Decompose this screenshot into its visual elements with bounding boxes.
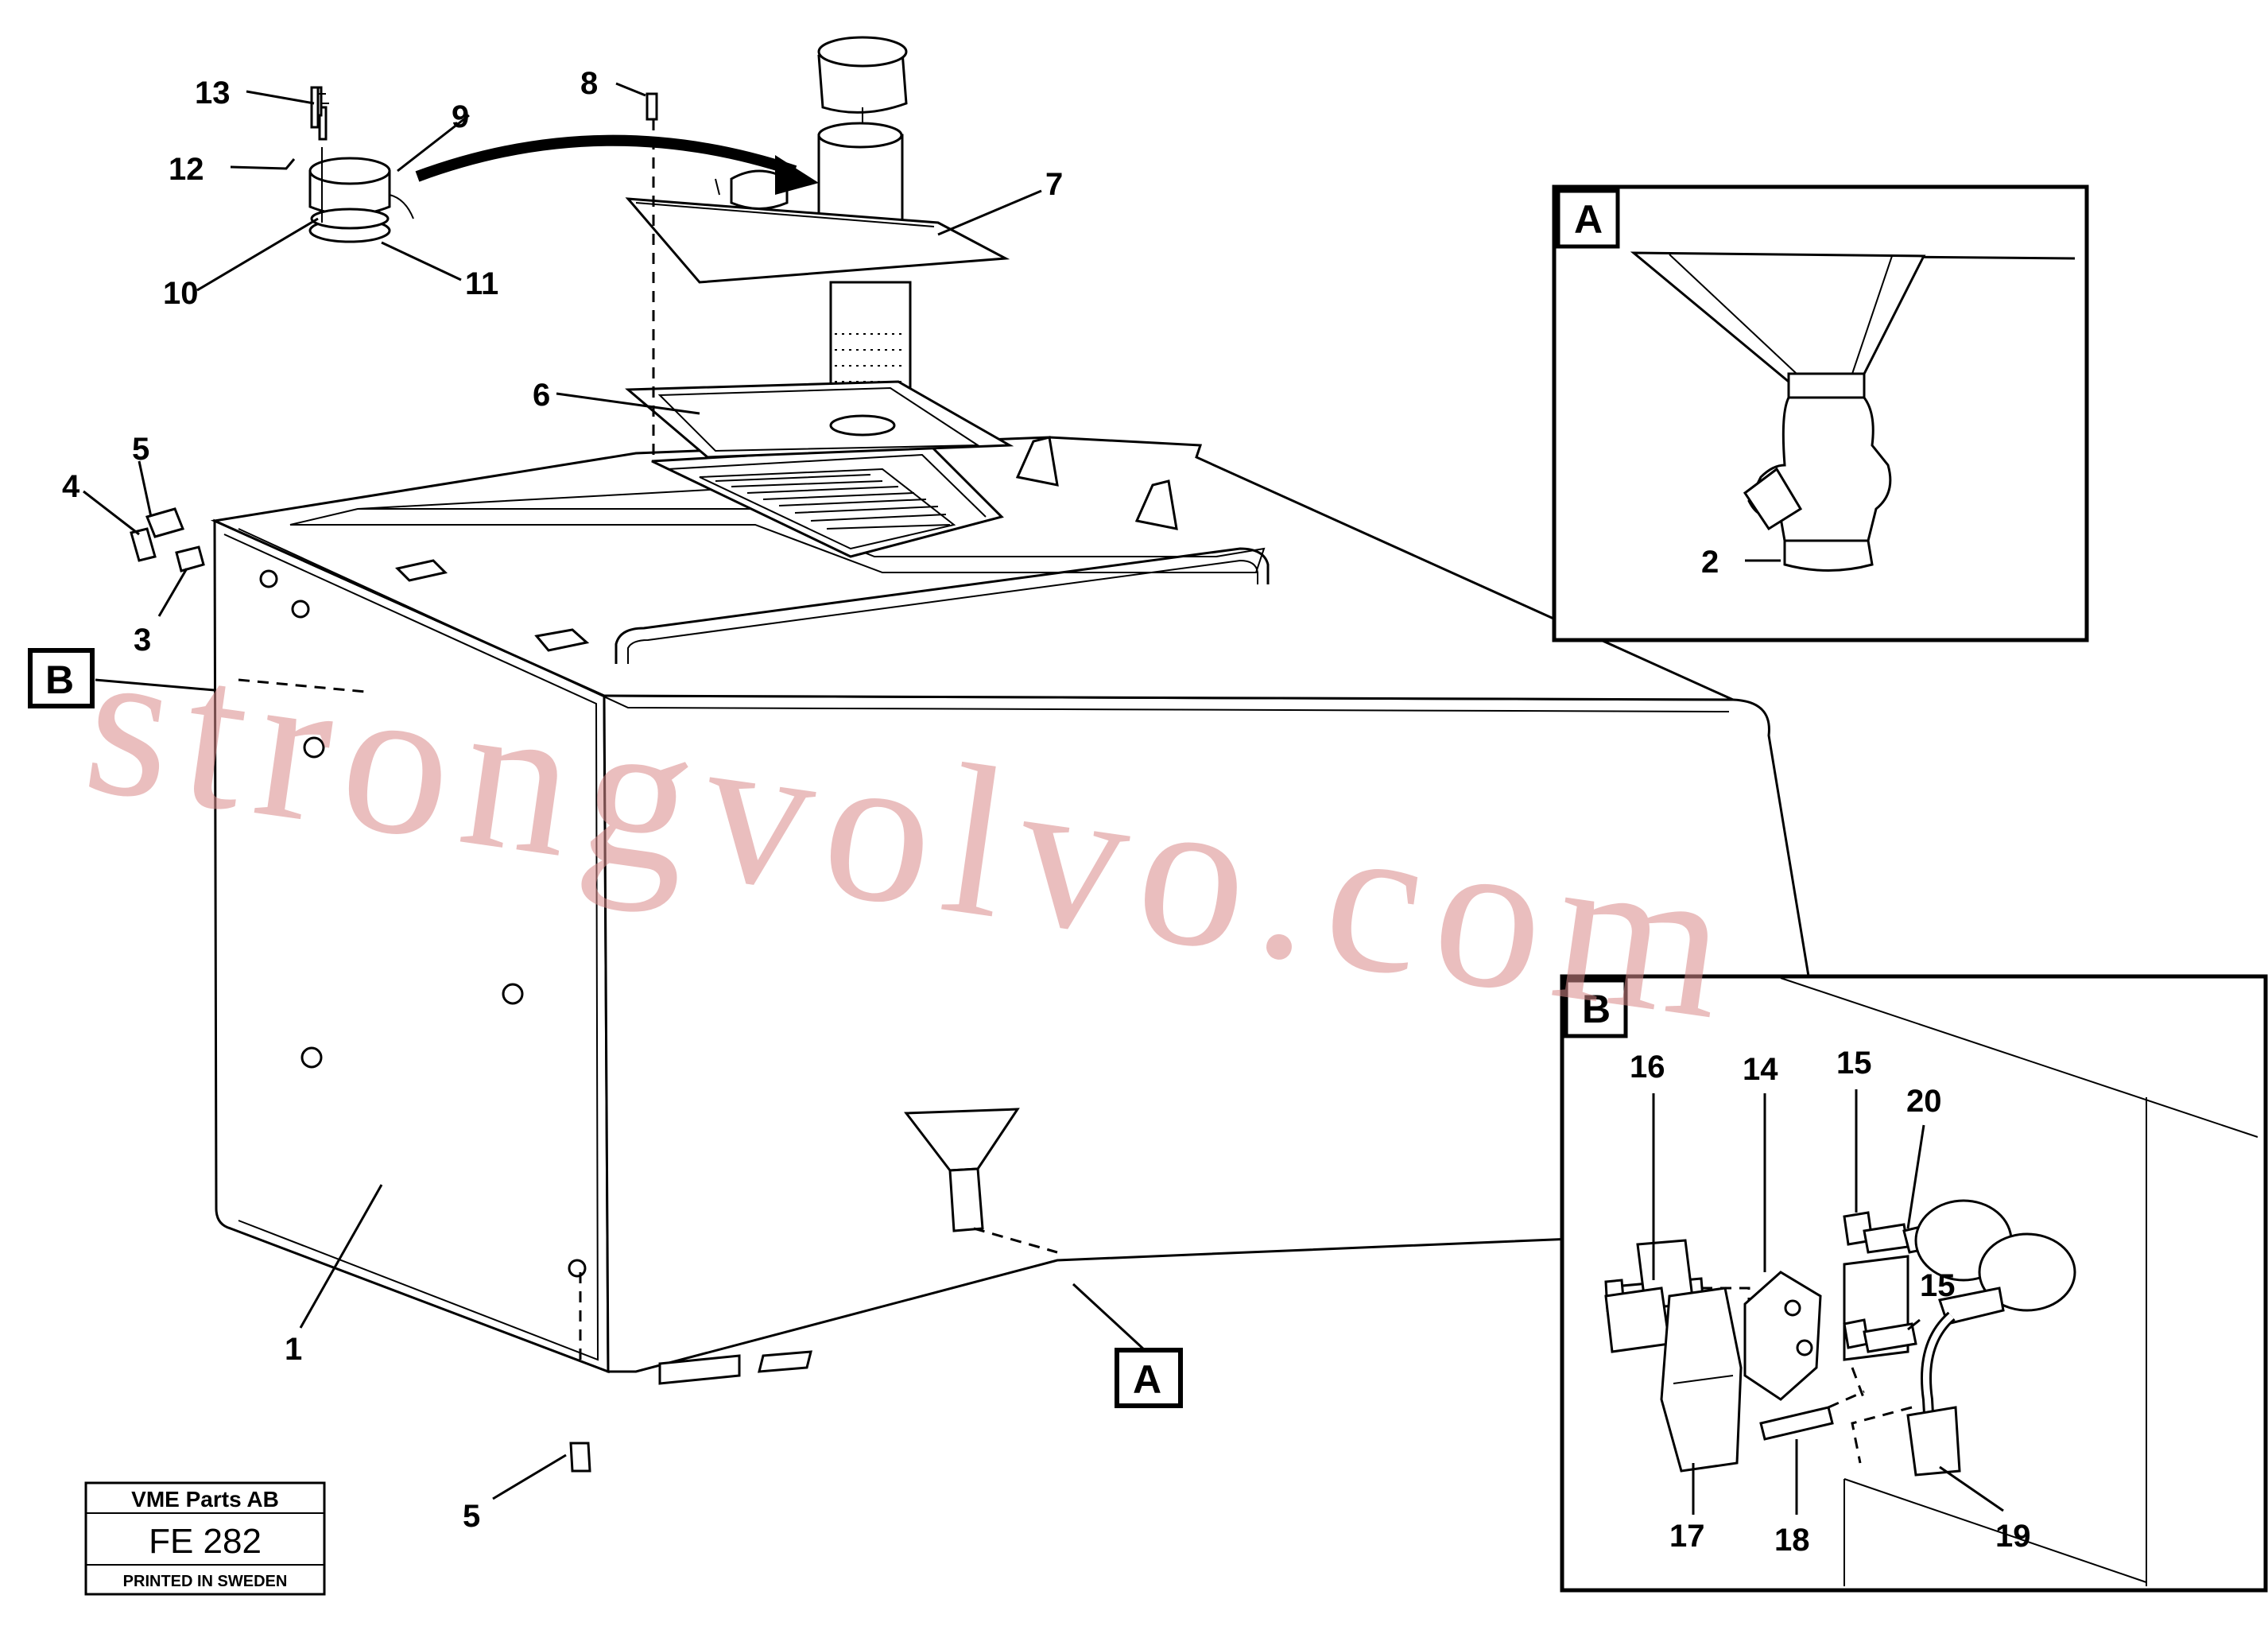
callout-17: 17 — [1669, 1519, 1705, 1554]
callout-5-top: 5 — [132, 432, 149, 467]
side-fittings — [130, 507, 591, 1473]
callout-20: 20 — [1906, 1084, 1942, 1119]
detail-inset-a: A 2 — [1552, 184, 2089, 642]
stamp-printed: PRINTED IN SWEDEN — [123, 1573, 288, 1590]
callout-15-lower: 15 — [1920, 1268, 1956, 1303]
stamp-code: FE 282 — [149, 1522, 262, 1561]
callout-1: 1 — [285, 1332, 302, 1367]
callout-16: 16 — [1630, 1050, 1665, 1085]
detail-ref-b-label: B — [45, 658, 74, 702]
callout-11: 11 — [465, 266, 498, 301]
callout-9: 9 — [452, 99, 469, 134]
callout-8: 8 — [580, 66, 598, 101]
inset-b-label: B — [1582, 987, 1611, 1031]
callout-6: 6 — [533, 378, 550, 413]
callout-12: 12 — [169, 152, 204, 187]
hydraulic-tank — [210, 436, 1847, 1385]
callout-7: 7 — [1045, 167, 1063, 202]
callout-3: 3 — [134, 623, 151, 658]
detail-inset-b: B — [1560, 974, 2268, 1593]
callout-4: 4 — [62, 469, 80, 504]
publisher-stamp: VME Parts AB FE 282 PRINTED IN SWEDEN — [84, 1481, 326, 1596]
filter-element-perforation — [835, 333, 906, 382]
callout-14: 14 — [1743, 1052, 1778, 1087]
callout-15-upper: 15 — [1836, 1046, 1872, 1081]
leader-lines — [83, 82, 1146, 1500]
detail-ref-b: B — [28, 648, 95, 708]
callout-19: 19 — [1995, 1519, 2031, 1554]
return-filter-assembly — [415, 36, 1014, 459]
callout-10: 10 — [163, 276, 199, 311]
callout-18: 18 — [1774, 1523, 1810, 1558]
filter-basket-grid — [699, 468, 956, 550]
detail-ref-a: A — [1115, 1348, 1183, 1408]
side-bolts — [259, 569, 587, 1278]
callout-5-bottom: 5 — [463, 1499, 480, 1534]
inset-a-label: A — [1574, 197, 1603, 242]
detail-ref-a-label: A — [1133, 1357, 1161, 1402]
callout-numbers: 13 12 9 10 11 8 7 6 5 4 3 1 5 — [62, 66, 1063, 1534]
stamp-company: VME Parts AB — [131, 1487, 279, 1512]
callout-13: 13 — [195, 76, 231, 111]
level-sensor — [308, 86, 658, 243]
callout-2: 2 — [1701, 545, 1719, 580]
